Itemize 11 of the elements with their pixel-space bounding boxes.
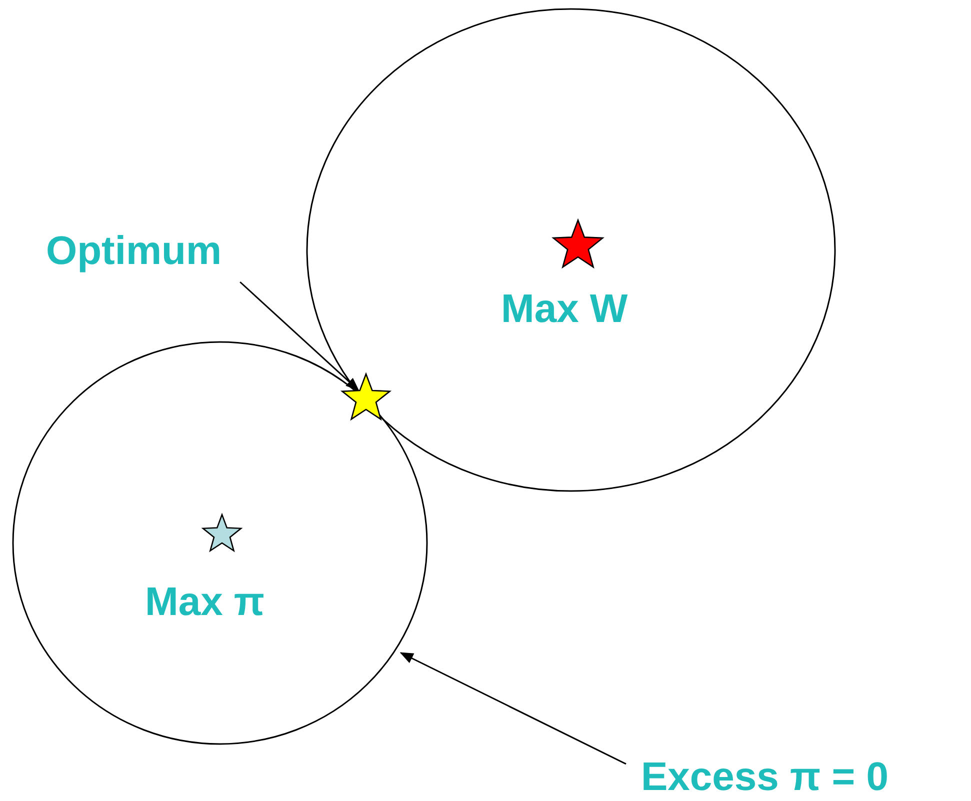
arrow: [240, 281, 360, 391]
callout-label: Excess π = 0: [641, 754, 888, 800]
circle-region: [12, 341, 428, 745]
callout-label: Optimum: [46, 228, 222, 274]
star-icon: [200, 513, 244, 553]
arrow: [400, 652, 626, 765]
star-icon: [551, 218, 605, 270]
region-label: Max W: [501, 286, 628, 332]
star-icon: [340, 372, 392, 422]
circle-region: [306, 8, 836, 492]
region-label: Max π: [145, 579, 265, 625]
